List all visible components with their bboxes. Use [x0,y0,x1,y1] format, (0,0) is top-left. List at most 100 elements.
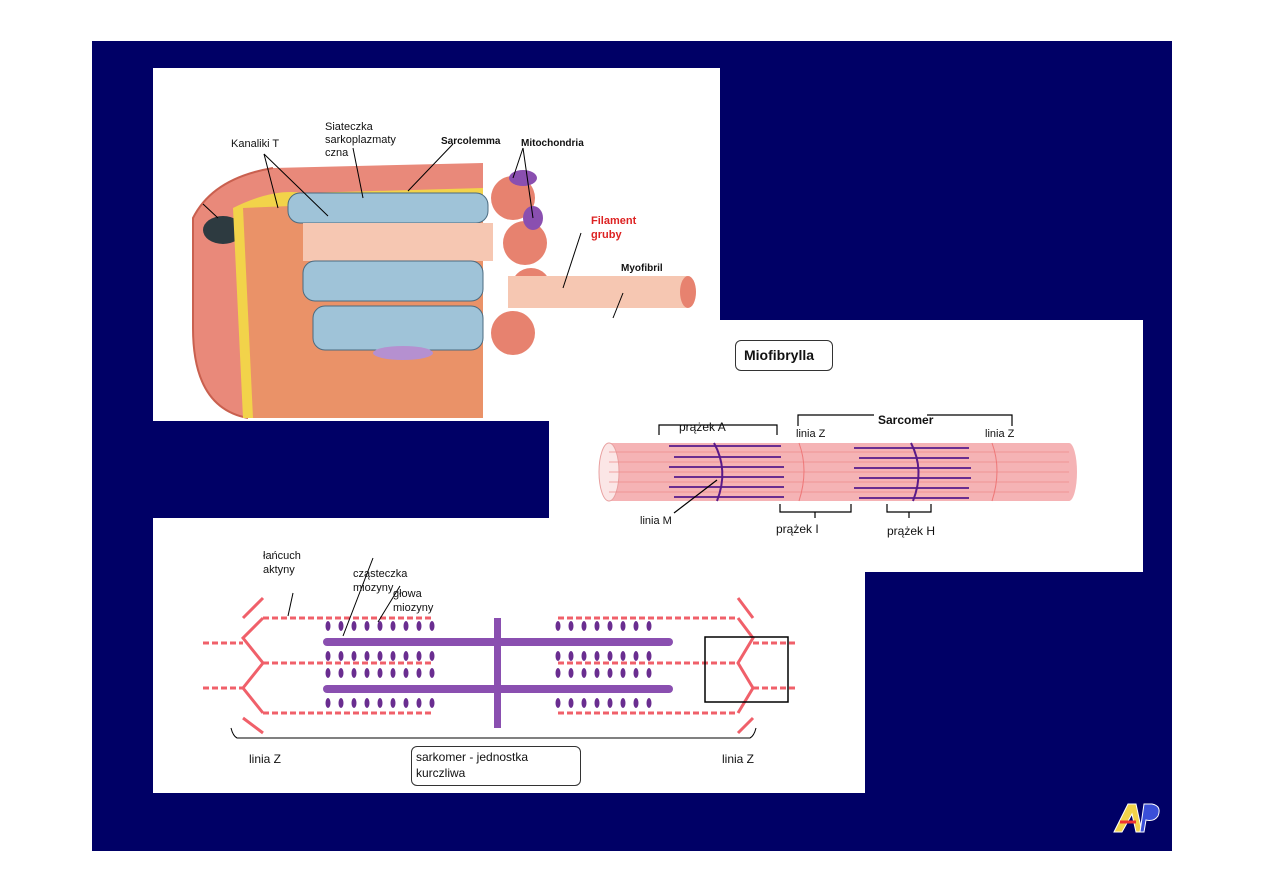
label-thick-filament-2: gruby [591,229,622,241]
myosin-head [338,651,344,661]
label-myofibril: Myofibril [621,263,663,274]
label-i-band: prążek I [776,522,819,536]
myosin-head [429,698,435,708]
label-actin-1: łańcuch [263,550,301,562]
muscle-fiber-drawing [192,143,696,419]
myosin-head [646,621,652,631]
myosin-head [403,621,409,631]
label-z-line-right: linia Z [722,752,755,766]
myosin-head [351,621,357,631]
myosin-head [325,668,331,678]
label-sr-3: czna [325,147,349,159]
myosin-head [555,621,561,631]
myosin-head [620,698,626,708]
title-box: Miofibrylla [735,340,833,371]
ap-logo [1108,800,1164,836]
label-sarcolemma: Sarcolemma [441,136,501,147]
label-thick-filament-1: Filament [591,215,637,227]
myosin-head [646,698,652,708]
myosin-head [607,621,613,631]
myosin-head [594,651,600,661]
caption-box: sarkomer - jednostka kurczliwa [411,746,581,786]
label-sarcomere: Sarcomer [878,413,934,427]
myosin-head [633,621,639,631]
myosin-head [377,698,383,708]
myosin-head [581,651,587,661]
myosin-head [429,651,435,661]
label-myosin-head-1: głowa [393,588,422,600]
myosin-head [416,698,422,708]
label-h-band: prążek H [887,524,936,538]
caption-line-1: sarkomer - jednostka [416,750,529,764]
myosin-head [429,621,435,631]
myosin-head [607,668,613,678]
label-z-line-right: linia Z [985,428,1015,440]
myosin-head [620,621,626,631]
label-myosin-molecule-1: cząsteczka [353,568,408,580]
label-m-line: linia M [640,515,672,527]
myosin-head [594,698,600,708]
myosin-head [338,698,344,708]
sarcomere-drawing [203,557,798,739]
myosin-head [390,668,396,678]
myosin-head [555,668,561,678]
label-a-band: prążek A [679,420,726,434]
myosin-head [325,651,331,661]
myosin-head [364,651,370,661]
myosin-head [364,668,370,678]
myosin-head [581,621,587,631]
myosin-head [594,668,600,678]
label-sr-1: Siateczka [325,121,373,133]
myosin-head [620,651,626,661]
myosin-head [325,621,331,631]
label-z-line-left: linia Z [249,752,282,766]
ap-logo-drawing [1113,803,1160,833]
myosin-head [338,668,344,678]
myosin-head [403,668,409,678]
myosin-head [646,651,652,661]
myosin-head [581,698,587,708]
myosin-head [390,621,396,631]
myosin-head [555,651,561,661]
myosin-head [390,698,396,708]
myosin-head [581,668,587,678]
myosin-head [607,698,613,708]
myosin-head [568,651,574,661]
myosin-head [429,668,435,678]
myosin-head [633,698,639,708]
myosin-head [338,621,344,631]
label-t-tubules: Kanaliki T [231,138,280,150]
myosin-head [633,651,639,661]
myosin-head [403,651,409,661]
myosin-head [646,668,652,678]
myosin-head [364,698,370,708]
myosin-head [390,651,396,661]
myosin-head [568,698,574,708]
myosin-head [620,668,626,678]
myosin-head [403,698,409,708]
myosin-head [377,621,383,631]
myosin-head [594,621,600,631]
label-mitochondria: Mitochondria [521,138,584,149]
myosin-head [416,621,422,631]
myosin-head [633,668,639,678]
myosin-head [351,651,357,661]
label-sr-2: sarkoplazmaty [325,134,396,146]
myosin-head [325,698,331,708]
myosin-head [416,651,422,661]
myofibril-drawing [598,414,1077,518]
myosin-head [607,651,613,661]
myosin-head [416,668,422,678]
muscle-fiber-illustration: Kanaliki T Siateczka sarkoplazmaty czna … [153,68,720,421]
label-myosin-molecule-2: miozyny [353,582,394,594]
myosin-head [351,698,357,708]
label-actin-2: aktyny [263,564,295,576]
myosin-head [568,621,574,631]
myosin-head [555,698,561,708]
label-z-line-left: linia Z [796,428,826,440]
label-myosin-head-2: miozyny [393,602,434,614]
myosin-head [568,668,574,678]
myosin-head [377,651,383,661]
myosin-head [377,668,383,678]
caption-line-2: kurczliwa [416,766,466,780]
